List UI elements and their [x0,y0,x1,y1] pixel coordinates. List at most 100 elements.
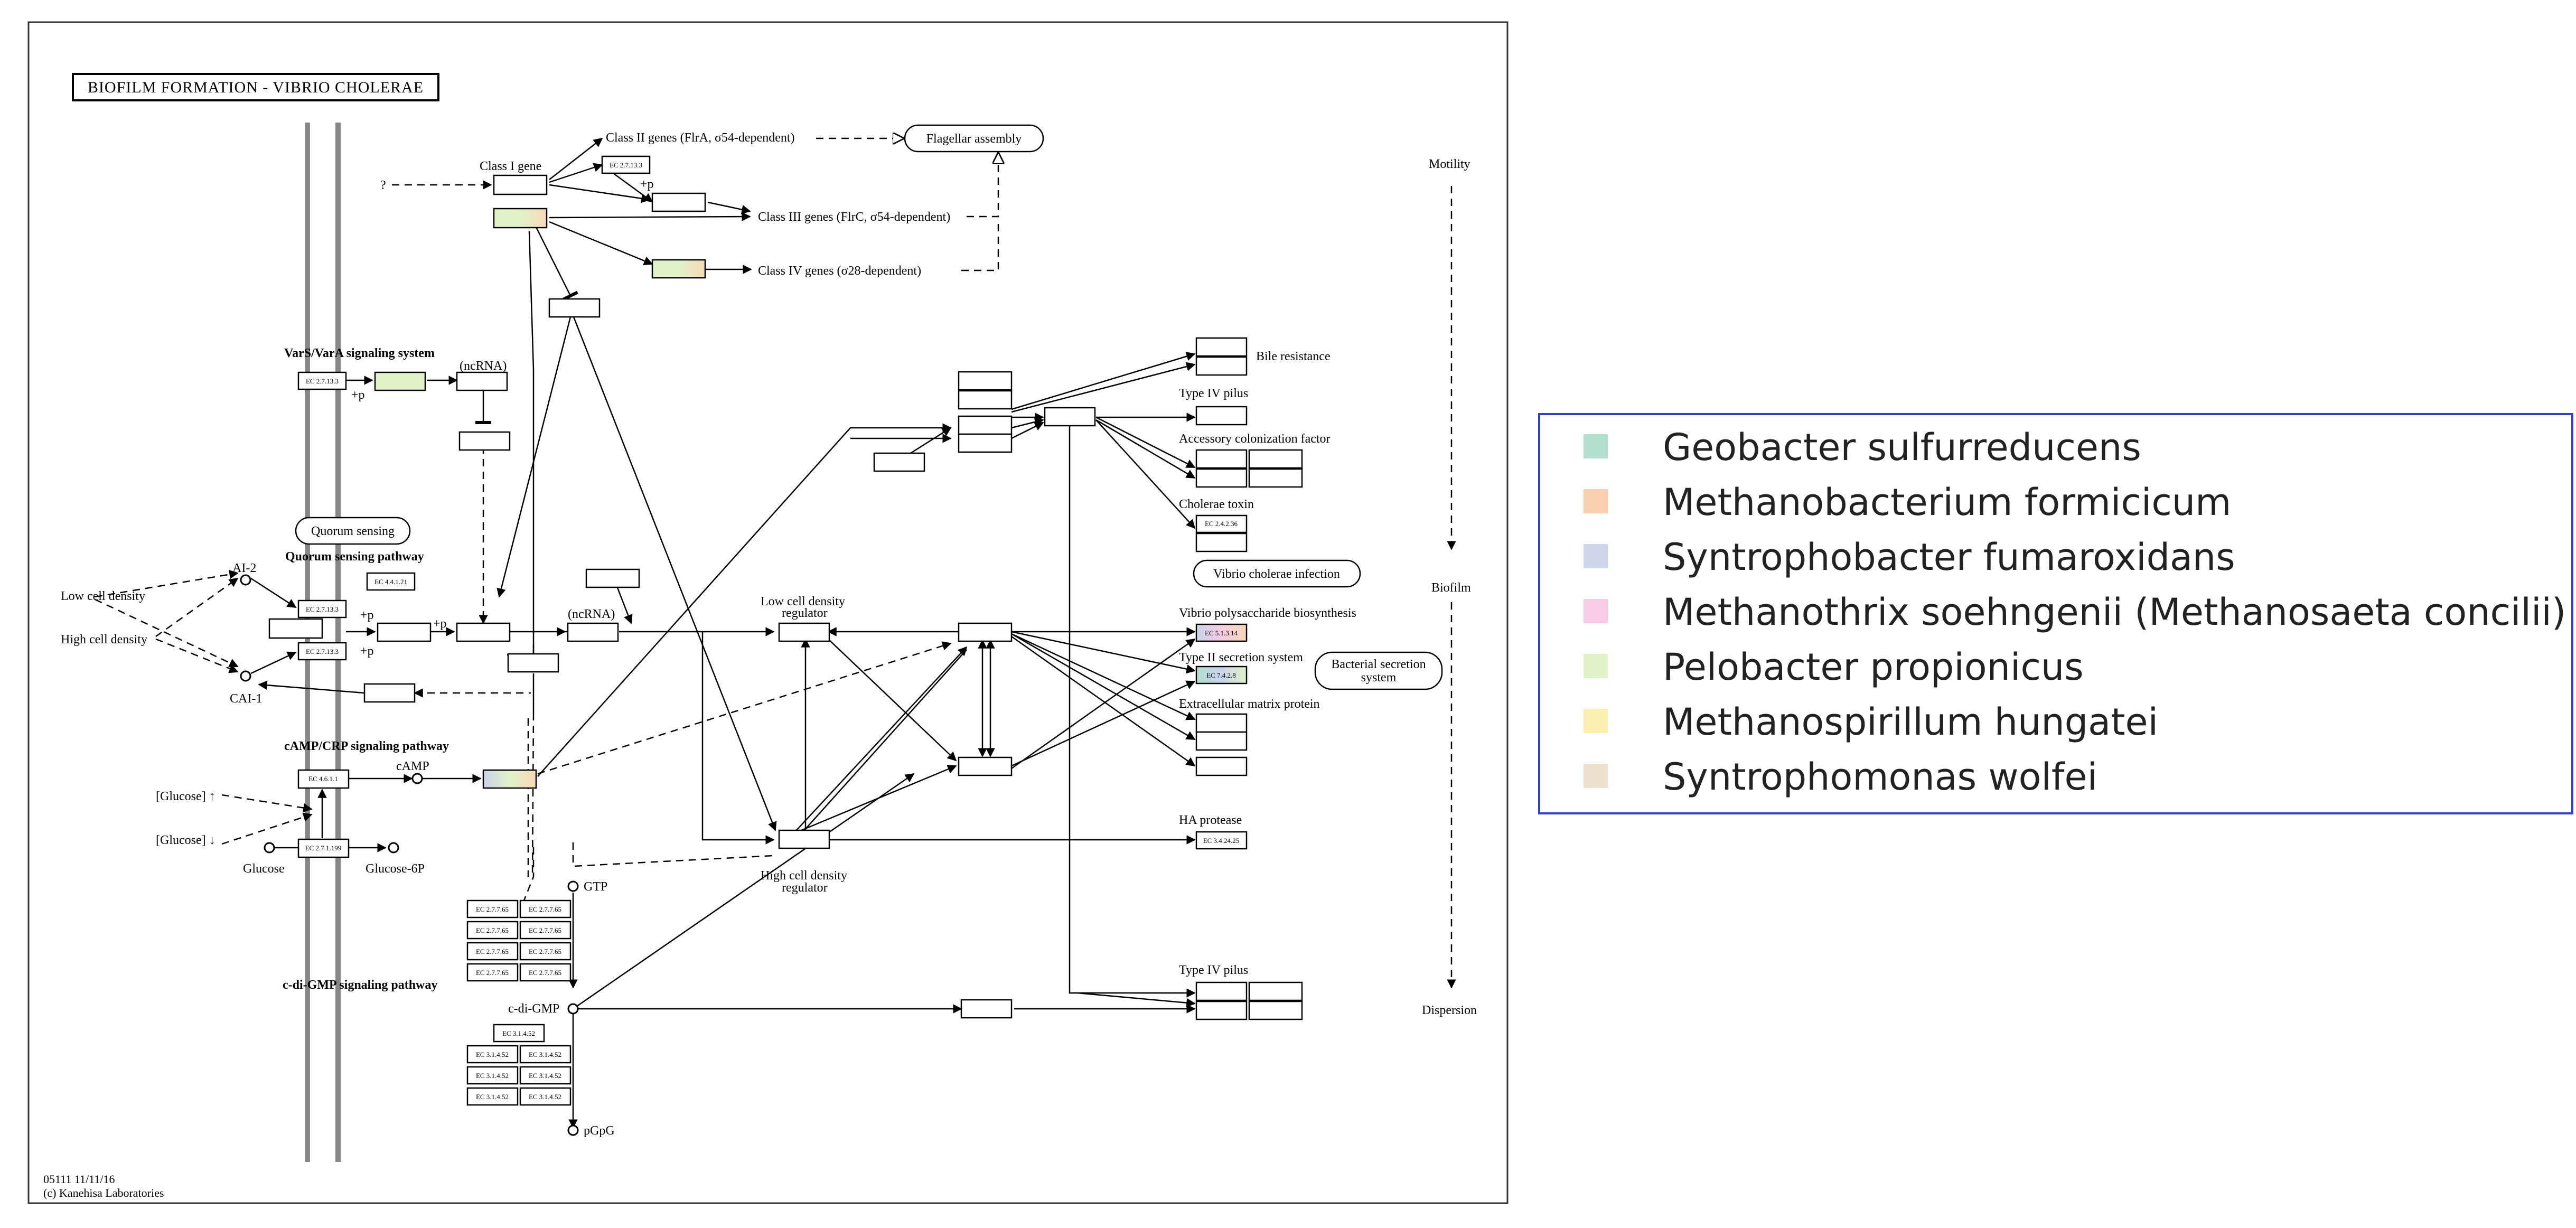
ec-label: EC 3.1.4.52 [529,1072,561,1080]
compound-circles [240,574,579,1136]
ec-label: EC 2.7.7.65 [476,905,509,913]
glucose6p-label: Glucose-6P [366,862,425,876]
dispersion-label: Dispersion [1422,1004,1477,1017]
ec-label: EC 4.6.1.1 [308,775,338,783]
legend-item: Syntrophomonas wolfei [1540,748,2571,803]
ec-label: EC 2.4.2.36 [1205,520,1238,528]
t2ss-label: Type II secretion system [1179,651,1303,664]
legend-swatch [1584,654,1608,678]
legend-item: Methanothrix soehngenii (Methanosaeta co… [1540,583,2571,638]
glucose-up-label: [Glucose] ↑ [156,790,216,803]
low-regulator-label-2: regulator [782,606,828,620]
pgpg-label: pGpG [584,1124,615,1138]
ec-label: EC 3.1.4.52 [476,1051,509,1058]
cdigmp-pathway-label: c-di-GMP signaling pathway [283,978,437,992]
cai1-label: CAI-1 [230,692,262,706]
phospho-label-3: +p [360,644,374,658]
ec-label: EC 2.7.7.65 [529,969,561,977]
ec-label: EC 2.7.13.3 [610,161,642,169]
ec-label: EC 3.1.4.52 [529,1093,561,1101]
ec-label: EC 2.7.13.3 [306,605,339,613]
glucose-down-label: [Glucose] ↓ [156,833,216,847]
legend-label: Geobacter sulfurreducens [1663,426,2141,469]
quorum-sensing-link-label: Quorum sensing [311,524,395,538]
legend-swatch [1584,764,1608,788]
ec-label: EC 3.1.4.52 [476,1093,509,1101]
legend-swatch [1584,599,1608,623]
ec-label: EC 3.1.4.52 [476,1072,509,1080]
ncrna-label-1: (ncRNA) [460,359,507,373]
high-regulator-label-2: regulator [782,881,828,895]
gtp-label: GTP [584,880,607,894]
ncrna-label-2: (ncRNA) [568,607,615,621]
class-ii-label: Class II genes (FlrA, σ54-dependent) [606,131,795,145]
ec-label: EC 2.7.7.65 [476,969,509,977]
legend-swatch [1584,544,1608,568]
legend-swatch [1584,709,1608,733]
ec-label: EC 2.7.13.3 [306,648,339,655]
camp-label: cAMP [396,760,429,773]
legend-item: Geobacter sulfurreducens [1540,418,2571,473]
bile-resistance-label: Bile resistance [1256,350,1331,363]
ec-label: EC 4.4.1.21 [374,578,407,586]
ha-protease-label: HA protease [1179,813,1242,827]
phospho-label-4: +p [433,617,447,631]
type-iv-pilus-label-1: Type IV pilus [1179,387,1248,400]
motility-label: Motility [1429,157,1470,171]
legend-swatch [1584,489,1608,513]
ec-label: EC 7.4.2.8 [1206,671,1236,679]
phospho-label-5: +p [640,177,654,191]
gene-boxes [268,155,1303,1106]
legend-swatch [1584,434,1608,458]
high-regulator-label: High cell density [761,869,847,883]
class-iii-label: Class III genes (FlrC, σ54-dependent) [758,210,950,224]
ec-label: EC 3.1.4.52 [502,1029,535,1037]
ec-label: EC 2.7.7.65 [476,926,509,934]
legend-item: Methanospirillum hungatei [1540,693,2571,748]
map-footer-id: 05111 11/11/16 [43,1173,115,1186]
camp-pathway-label: cAMP/CRP signaling pathway [284,739,449,753]
ec-label: EC 2.7.13.3 [306,377,339,385]
legend-label: Syntrophomonas wolfei [1663,755,2098,799]
biofilm-pathway-map: BIOFILM FORMATION - VIBRIO CHOLERAE [27,21,1509,1204]
legend-item: Syntrophobacter fumaroxidans [1540,528,2571,583]
ec-label: EC 3.4.24.25 [1203,837,1240,845]
section-labels: VarS/VarA signaling system Quorum sensin… [283,346,449,992]
legend-item: Methanobacterium formicicum [1540,473,2571,528]
low-cell-density-label: Low cell density [61,589,145,603]
ecm-label: Extracellular matrix protein [1179,697,1320,711]
ai2-label: AI-2 [232,561,256,575]
phospho-label-2: +p [360,608,374,622]
ec-label: EC 2.7.7.65 [529,905,561,913]
title-box [72,73,439,101]
map-footer-credit: (c) Kanehisa Laboratories [43,1186,164,1199]
ec-label: EC 3.1.4.52 [529,1051,561,1058]
bacterial-secretion-label-2: system [1361,671,1397,685]
cholera-toxin-label: Cholerae toxin [1179,498,1254,511]
cholerae-infection-label: Vibrio cholerae infection [1213,567,1340,581]
node-labels: ? Class I gene Class II genes (FlrA, σ54… [61,131,1477,1138]
vps-label: Vibrio polysaccharide biosynthesis [1179,606,1356,620]
legend-label: Syntrophobacter fumaroxidans [1663,536,2235,579]
accessory-colonization-label: Accessory colonization factor [1179,432,1331,446]
high-cell-density-label: High cell density [61,633,147,646]
legend-label: Pelobacter propionicus [1663,645,2084,689]
unknown-label: ? [380,179,386,192]
cdigmp-label: c-di-GMP [508,1002,559,1016]
class-iv-label: Class IV genes (σ28-dependent) [758,264,921,278]
ec-numbers: EC 2.7.13.3 EC 2.7.13.3 EC 2.7.13.3 EC 2… [305,161,1240,1101]
ec-label: EC 2.7.7.65 [529,926,561,934]
legend-label: Methanobacterium formicicum [1663,481,2232,524]
legend-label: Methanospirillum hungatei [1663,700,2159,744]
vars-vara-label: VarS/VarA signaling system [284,346,435,360]
ec-label: EC 2.7.7.65 [476,948,509,955]
quorum-pathway-label: Quorum sensing pathway [285,550,424,564]
low-regulator-label: Low cell density [761,595,845,608]
pathway-links [295,124,1443,690]
type-iv-pilus-label-2: Type IV pilus [1179,963,1248,977]
rounded-link-labels: Flagellar assembly Quorum sensing Vibrio… [311,132,1426,685]
ec-label: EC 5.1.3.14 [1205,629,1238,637]
ec-label: EC 2.7.7.65 [529,948,561,955]
phospho-label-1: +p [351,388,365,402]
